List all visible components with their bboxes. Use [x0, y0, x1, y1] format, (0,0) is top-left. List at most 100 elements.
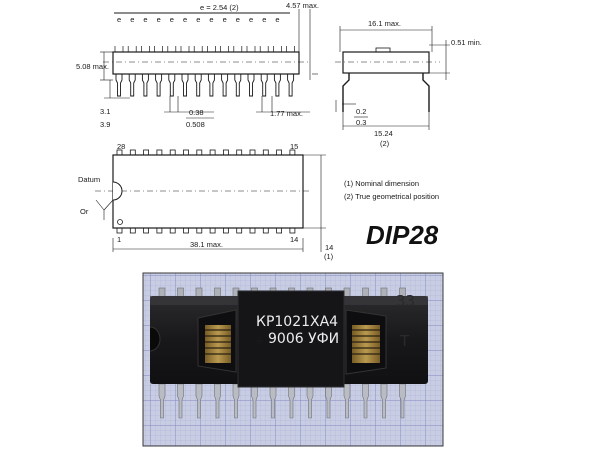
top-pin-upper	[262, 149, 269, 156]
top-pin-upper	[143, 149, 150, 156]
top-pin-lower	[129, 227, 136, 234]
side-lead	[141, 74, 149, 97]
photo-pin-lower	[158, 383, 166, 419]
lead-length-bottom: 3.9	[100, 120, 110, 129]
pitch-letter: e	[209, 15, 213, 24]
top-view-drawing	[95, 154, 326, 252]
top-pin-upper	[196, 149, 203, 156]
photo-pin-lower	[288, 383, 295, 419]
photo-pin-lower	[195, 383, 203, 419]
note-1: (1) Nominal dimension	[344, 179, 419, 188]
length-max-label: 38.1 max.	[190, 240, 223, 249]
photo-pin-lower	[380, 383, 388, 419]
top-pin-lower	[209, 227, 216, 234]
lead-length-top: 3.1	[100, 107, 110, 116]
top-pin-lower	[236, 227, 243, 234]
photo-pin-upper	[158, 287, 166, 298]
lead-width-bottom: 0.508	[186, 120, 205, 129]
pin-15-label: 15	[290, 142, 298, 151]
photo-pin-lower	[399, 383, 406, 419]
top-pin-lower	[183, 227, 189, 234]
top-pin-upper	[129, 149, 136, 156]
pin-1-label: 1	[117, 235, 121, 244]
marking-line-1: КР1021ХА4	[256, 314, 338, 330]
photo-pin-upper	[177, 287, 184, 298]
top-pin-upper	[249, 149, 256, 156]
manufacturer-logo-icon: ⏚	[254, 333, 265, 346]
lead-thickness-bottom: 0.3	[356, 118, 366, 127]
top-pin-lower	[262, 227, 269, 234]
side-lead	[128, 74, 136, 97]
height-max-label: 5.08 max.	[76, 62, 109, 71]
top-pin-upper	[222, 149, 229, 156]
side-view-drawing	[100, 9, 318, 113]
pitch-letter: e	[117, 15, 121, 24]
lead-shoulder-label: 1.77 max.	[270, 109, 303, 118]
handwritten-letter: Т	[399, 332, 410, 350]
or-label: Or	[80, 207, 89, 216]
end-width-max: 16.1 max.	[368, 19, 401, 28]
pin-14-label: 14	[290, 235, 298, 244]
top-pin-lower	[249, 227, 256, 234]
lead-width-top: 0.38	[189, 108, 204, 117]
pitch-letter: e	[223, 15, 227, 24]
pitch-letter: e	[157, 15, 161, 24]
side-lead	[207, 74, 215, 97]
photo-pin-lower	[343, 383, 351, 419]
width-label: 14	[325, 243, 333, 252]
pin-28-label: 28	[117, 142, 125, 151]
side-lead	[273, 74, 281, 97]
photo-pin-lower	[306, 383, 314, 419]
top-pin-lower	[196, 227, 203, 234]
pitch-letter: e	[262, 15, 266, 24]
top-pin-lower	[116, 227, 123, 234]
photo-pin-lower	[232, 383, 240, 419]
photo-pin-lower	[325, 383, 332, 419]
side-lead	[155, 74, 163, 97]
top-pin-upper	[276, 149, 283, 156]
photo-pin-upper	[343, 287, 351, 298]
row-spacing: 15.24	[374, 129, 393, 138]
photo-pin-upper	[195, 287, 203, 298]
top-pin-lower	[289, 227, 296, 234]
photo-pin-upper	[380, 287, 388, 298]
side-lead	[234, 74, 242, 97]
pitch-letter: e	[170, 15, 174, 24]
side-lead	[168, 74, 176, 97]
row-spacing-note: (2)	[380, 139, 390, 148]
side-lead	[247, 74, 255, 97]
photo-pin-lower	[362, 383, 369, 419]
standoff-min: 0.51 min.	[451, 38, 482, 47]
top-pin-lower	[143, 227, 150, 234]
top-max-label: 4.57 max.	[286, 1, 319, 10]
pitch-label: e = 2.54 (2)	[200, 3, 239, 12]
photo-pin-upper	[362, 287, 369, 298]
side-lead	[260, 74, 268, 97]
pitch-letter: e	[183, 15, 187, 24]
datum-label: Datum	[78, 175, 100, 184]
pitch-letter: e	[275, 15, 279, 24]
side-lead	[287, 74, 295, 97]
top-pin-upper	[209, 149, 216, 156]
photo-pin-lower	[214, 383, 221, 419]
top-pin-lower	[276, 227, 283, 234]
top-pin-lower	[222, 227, 229, 234]
photo-pin-lower	[269, 383, 277, 419]
package-name: DIP28	[366, 220, 439, 250]
pitch-letter: e	[196, 15, 200, 24]
right-bond-window	[345, 309, 387, 375]
note-2: (2) True geometrical position	[344, 192, 439, 201]
top-pin-lower	[156, 227, 163, 234]
top-pin-lower	[169, 227, 176, 234]
chip-photo: КР1021ХА4 ⏚ 9006 УФИ 33 Т	[142, 272, 444, 447]
end-view-drawing	[335, 26, 450, 130]
marking-line-2: 9006 УФИ	[268, 331, 339, 347]
photo-pin-lower	[251, 383, 258, 419]
top-view-pins	[116, 149, 296, 234]
side-lead	[221, 74, 229, 97]
chip-notch	[149, 326, 161, 352]
top-pin-upper	[289, 149, 296, 156]
top-pin-upper	[183, 149, 189, 156]
